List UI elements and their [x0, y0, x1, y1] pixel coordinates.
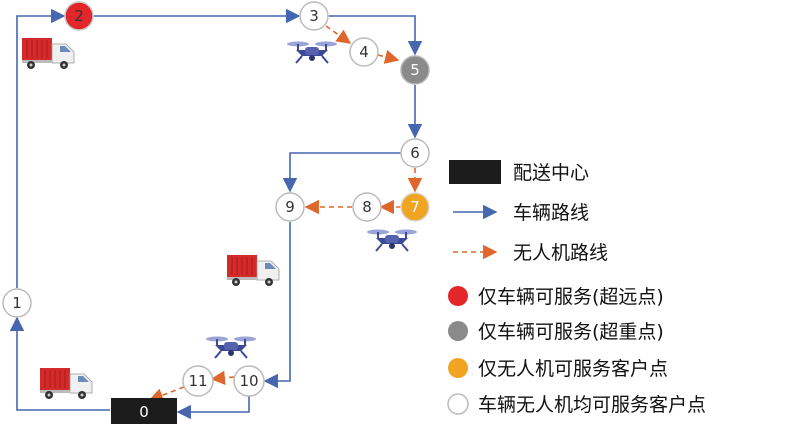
legend-item-vehicle-route: 车辆路线: [453, 202, 589, 224]
edge-6-9: [282, 152, 401, 193]
drone-icon: [205, 335, 257, 359]
edge-0-1: [9, 316, 110, 411]
drone-edge-3-4: [325, 25, 352, 44]
node-label: 9: [285, 198, 295, 216]
node-label: 7: [410, 198, 420, 216]
node-4: 4: [349, 37, 379, 67]
node-7: 7: [400, 192, 430, 222]
node-label: 10: [239, 372, 258, 390]
legend-item-depot: 配送中心: [449, 160, 589, 184]
drone-routes: [148, 25, 423, 403]
legend-label: 仅车辆可服务(超远点): [478, 286, 664, 308]
node-3: 3: [299, 1, 329, 31]
legend-item-far-node: 仅车辆可服务(超远点): [448, 286, 664, 308]
node-8: 8: [352, 192, 382, 222]
legend-item-drone-route: 无人机路线: [453, 242, 608, 264]
drone-edge-11-0: [148, 386, 185, 403]
legend-item-normal-node: 车辆无人机均可服务客户点: [447, 393, 706, 416]
node-11: 11: [182, 365, 214, 397]
drone-edge-10-11: [210, 370, 235, 385]
legend-label: 仅车辆可服务(超重点): [478, 321, 664, 343]
node-label: 8: [362, 198, 372, 216]
node-label: 2: [74, 7, 84, 25]
edge-10-0: [176, 396, 250, 420]
legend-item-drone-only-node: 仅无人机可服务客户点: [448, 358, 668, 380]
legend: 配送中心 车辆路线 无人机路线 仅车辆可服务(超远点) 仅车辆可服务(超重点) …: [447, 160, 706, 416]
node-2: 2: [64, 1, 94, 31]
node-label: 3: [309, 7, 319, 25]
node-label: 0: [139, 403, 149, 421]
node-label: 4: [359, 43, 369, 61]
drone-icon: [366, 228, 418, 252]
drone-edge-4-5: [377, 49, 400, 64]
edge-9-10: [263, 222, 291, 389]
truck-icon: [226, 254, 280, 287]
legend-label: 车辆路线: [513, 202, 589, 224]
legend-label: 配送中心: [513, 162, 589, 184]
legend-item-heavy-node: 仅车辆可服务(超重点): [448, 321, 664, 343]
legend-label: 车辆无人机均可服务客户点: [478, 394, 706, 416]
node-5: 5: [400, 55, 430, 85]
edge-1-2: [16, 8, 66, 288]
node-label: 11: [188, 372, 207, 390]
node-6: 6: [400, 138, 430, 168]
truck-icon: [39, 367, 93, 400]
node-10: 10: [233, 365, 265, 397]
node-1: 1: [2, 288, 32, 318]
node-9: 9: [275, 192, 305, 222]
node-label: 6: [410, 144, 420, 162]
legend-label: 仅无人机可服务客户点: [478, 358, 668, 380]
edge-3-5: [329, 15, 423, 56]
nodes: 0 1 2 3 4 5 6 7: [2, 1, 430, 424]
node-label: 5: [410, 61, 420, 79]
vehicle-route: [9, 8, 423, 420]
legend-label: 无人机路线: [513, 242, 608, 264]
truck-icon: [21, 37, 75, 70]
node-label: 1: [12, 294, 22, 312]
depot-node-0: 0: [111, 398, 177, 424]
drone-icon: [286, 40, 338, 64]
